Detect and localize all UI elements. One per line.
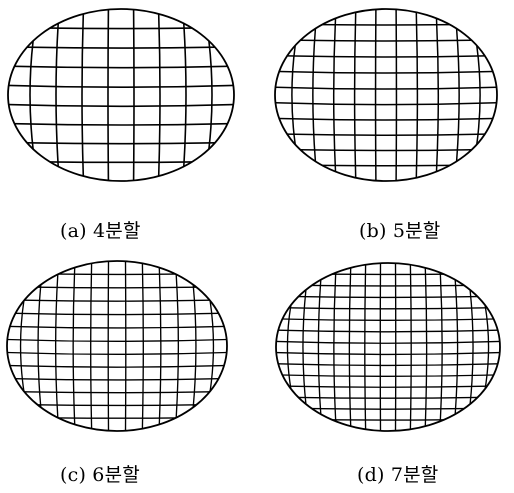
mesh-horizontal-line [276, 340, 500, 344]
mesh-vertical-line [37, 284, 42, 408]
panel-b: (b) 5분할 [257, 0, 514, 250]
mesh-vertical-line [55, 23, 59, 167]
mesh-vertical-line [141, 263, 144, 429]
caption-c: (c) 6분할 [60, 464, 140, 486]
mesh-vertical-line [333, 272, 337, 422]
mesh-horizontal-line [300, 148, 472, 152]
mesh-horizontal-line [7, 351, 227, 356]
mesh-horizontal-line [300, 39, 472, 42]
mesh-vertical-line [415, 12, 419, 178]
dome-outline [275, 262, 501, 432]
mesh-vertical-line [348, 267, 352, 427]
mesh-vertical-line [208, 40, 213, 150]
mesh-a-4-subdivisions [7, 8, 235, 182]
mesh-vertical-line [454, 279, 459, 415]
mesh-vertical-line [424, 267, 428, 427]
mesh-horizontal-line [24, 391, 210, 394]
mesh-vertical-line [455, 28, 460, 162]
mesh-horizontal-line [279, 70, 493, 74]
caption-a: (a) 4분할 [60, 220, 141, 242]
mesh-horizontal-line [8, 103, 234, 108]
mesh-horizontal-line [26, 46, 216, 49]
mesh-horizontal-line [24, 299, 210, 302]
mesh-vertical-line [469, 289, 474, 405]
mesh-vertical-line [19, 300, 25, 392]
mesh-vertical-line [72, 267, 76, 425]
mesh-horizontal-line [282, 318, 494, 322]
mesh-vertical-line [175, 274, 180, 418]
mesh-vertical-line [484, 304, 490, 390]
mesh-horizontal-line [7, 338, 227, 343]
mesh-b-5-subdivisions [274, 8, 498, 182]
mesh-horizontal-line [276, 351, 500, 356]
caption-b: (b) 5분할 [359, 220, 441, 242]
mesh-horizontal-line [287, 55, 485, 58]
mesh-vertical-line [209, 300, 215, 392]
mesh-horizontal-line [26, 142, 216, 145]
dome-outline [6, 260, 228, 432]
caption-d: (d) 7분할 [357, 464, 439, 486]
mesh-vertical-line [29, 40, 34, 150]
mesh-vertical-line [54, 274, 59, 418]
mesh-horizontal-line [37, 286, 197, 289]
mesh-vertical-line [435, 18, 440, 172]
mesh-horizontal-line [15, 312, 219, 316]
panel-a: (a) 4분할 [0, 0, 257, 250]
mesh-horizontal-line [278, 363, 498, 367]
mesh-horizontal-line [9, 364, 225, 368]
mesh-horizontal-line [311, 284, 465, 287]
mesh-vertical-line [332, 18, 337, 172]
panel-d: (d) 7분할 [257, 250, 514, 493]
mesh-horizontal-line [287, 133, 485, 136]
mesh-horizontal-line [288, 307, 488, 310]
mesh-vertical-line [409, 264, 412, 430]
mesh-horizontal-line [278, 329, 498, 333]
mesh-vertical-line [476, 45, 481, 145]
mesh-vertical-line [157, 13, 161, 177]
mesh-horizontal-line [311, 407, 465, 410]
mesh-horizontal-line [275, 86, 497, 90]
panel-c: (c) 6분할 [0, 250, 257, 493]
mesh-horizontal-line [298, 295, 478, 299]
mesh-horizontal-line [298, 396, 478, 399]
mesh-horizontal-line [288, 385, 488, 388]
mesh-vertical-line [90, 263, 93, 429]
mesh-vertical-line [353, 12, 357, 178]
mesh-horizontal-line [37, 404, 197, 407]
mesh-vertical-line [291, 45, 296, 145]
mesh-horizontal-line [14, 65, 228, 69]
mesh-vertical-line [439, 272, 443, 422]
mesh-horizontal-line [282, 374, 494, 378]
mesh-vertical-line [183, 23, 187, 167]
mesh-horizontal-line [9, 325, 225, 329]
dome-outline [274, 8, 498, 182]
mesh-vertical-line [312, 28, 317, 162]
mesh-vertical-line [364, 264, 367, 430]
mesh-d-7-subdivisions [275, 262, 501, 432]
dome-outline [7, 8, 235, 182]
mesh-horizontal-line [8, 84, 234, 88]
mesh-c-6-subdivisions [6, 260, 228, 432]
mesh-horizontal-line [279, 117, 493, 121]
mesh-vertical-line [286, 304, 292, 390]
mesh-horizontal-line [14, 122, 228, 126]
mesh-horizontal-line [275, 102, 497, 106]
mesh-horizontal-line [15, 378, 219, 381]
mesh-vertical-line [317, 279, 322, 415]
mesh-vertical-line [81, 13, 85, 177]
mesh-vertical-line [158, 267, 162, 425]
mesh-vertical-line [192, 284, 197, 408]
mesh-vertical-line [302, 289, 307, 405]
